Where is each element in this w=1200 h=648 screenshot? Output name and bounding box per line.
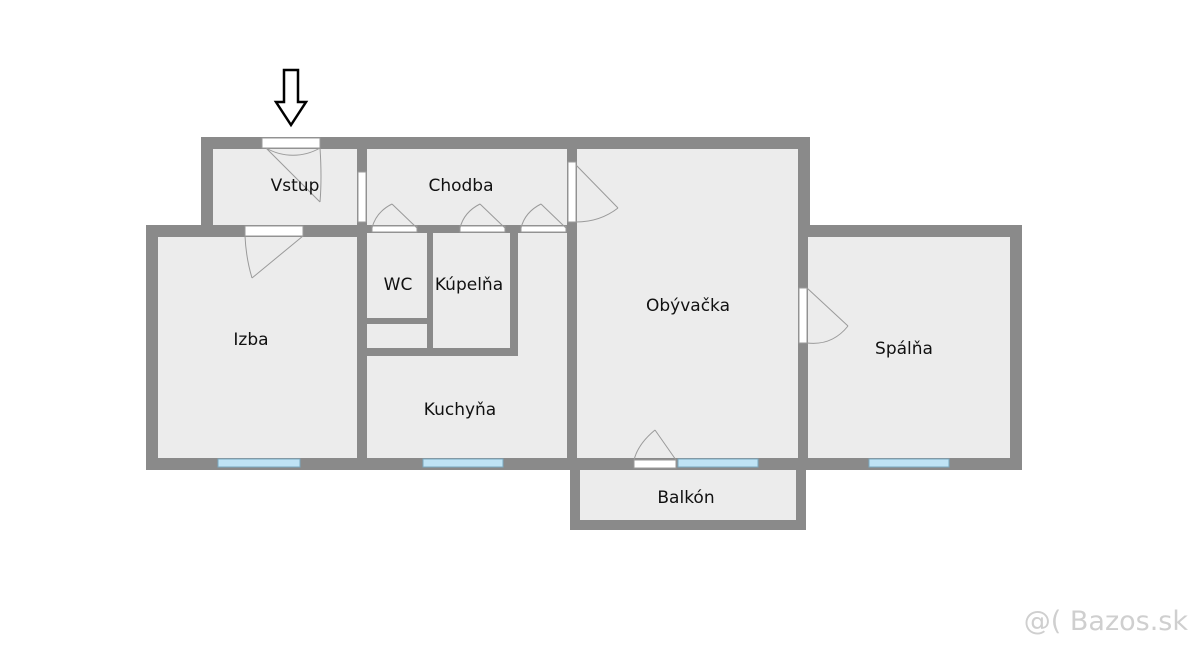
room-label-obyvacka: Obývačka (646, 296, 730, 316)
window-izba (217, 458, 301, 468)
floor-areas (150, 148, 1012, 525)
windows (217, 458, 950, 468)
door-swings (244, 147, 849, 461)
room-label-balkon: Balkón (657, 488, 714, 508)
room-label-vstup: Vstup (271, 176, 320, 196)
room-label-kuchyna: Kuchyňa (424, 400, 496, 420)
room-label-wc: WC (384, 275, 413, 295)
room-label-kupelna: Kúpelňa (435, 275, 503, 295)
room-labels: Vstup Chodba WC Kúpelňa Izba Obývačka Sp… (233, 176, 933, 508)
entrance-arrow-icon (273, 68, 309, 128)
window-kuchyna (422, 458, 504, 468)
window-spalna (868, 458, 950, 468)
door-openings (244, 137, 808, 469)
watermark: @( Bazos.sk (1024, 606, 1189, 637)
room-label-izba: Izba (233, 330, 268, 350)
room-label-spalna: Spálňa (875, 339, 933, 359)
room-label-chodba: Chodba (428, 176, 493, 196)
window-obyvacka (677, 458, 759, 468)
